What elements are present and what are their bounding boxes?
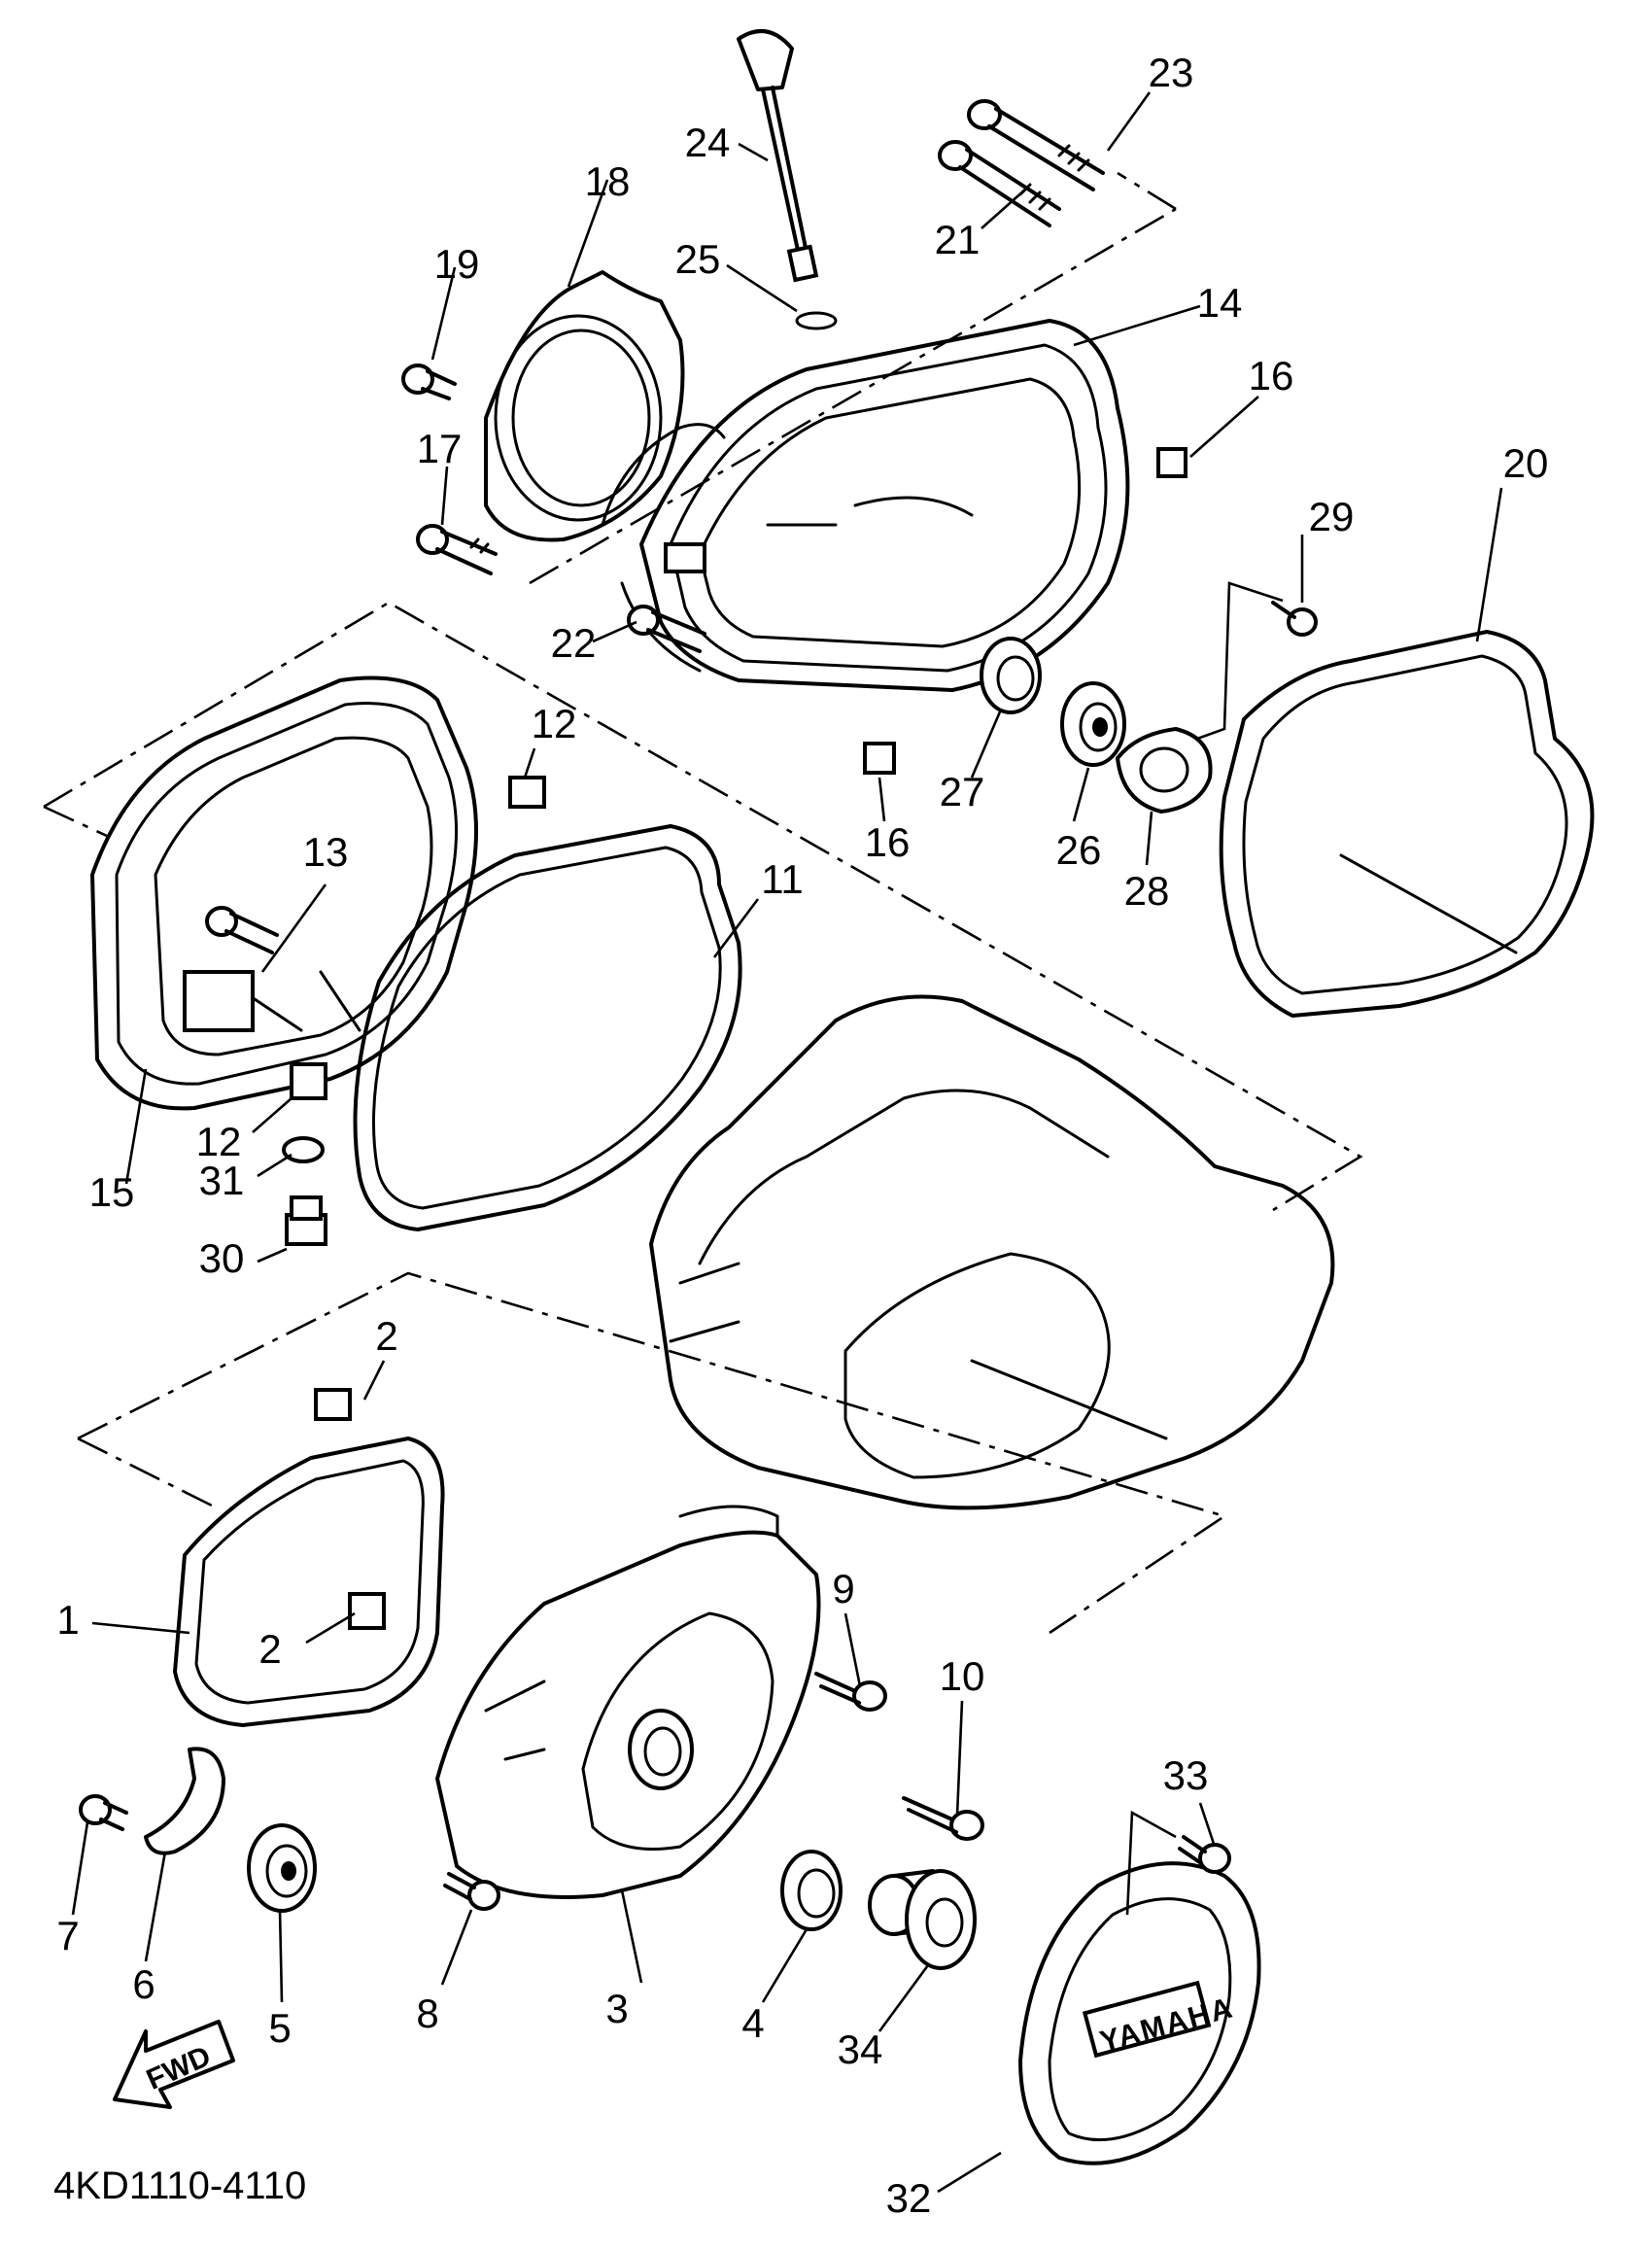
screw-part (1271, 601, 1318, 637)
callout-leaders (71, 91, 1503, 2194)
long-bolt-part (205, 906, 279, 954)
screw-part (443, 1872, 500, 1911)
diagram-code: 4KD1110-4110 (53, 2164, 306, 2207)
dowel-pin-part (348, 1592, 386, 1630)
dowel-pin-part (508, 776, 546, 809)
oil-seal-part (980, 637, 1042, 714)
cover-gasket-part (1219, 630, 1595, 1018)
cover-gasket-part (353, 824, 742, 1231)
callout-9: 9 (832, 1566, 854, 1611)
callout-6: 6 (132, 1961, 155, 2007)
callout-23: 23 (1149, 50, 1194, 95)
callout-28: 28 (1124, 868, 1170, 914)
callout-12b: 12 (196, 1119, 242, 1164)
callout-1: 1 (56, 1597, 79, 1643)
callout-8: 8 (416, 1991, 438, 2036)
dowel-pin-part (863, 742, 896, 775)
collar-part (868, 1869, 977, 1970)
callout-2b: 2 (258, 1626, 281, 1672)
callout-11: 11 (761, 856, 804, 902)
long-bolt-part (967, 99, 1105, 191)
callout-30: 30 (199, 1235, 245, 1281)
callout-15: 15 (89, 1169, 135, 1215)
callout-31: 31 (199, 1158, 245, 1203)
callout-27: 27 (940, 769, 985, 814)
bolt-part (814, 1672, 887, 1712)
callout-12a: 12 (532, 701, 577, 746)
crankcase-cover-upper-group (401, 29, 1595, 1018)
callout-labels: 23 24 21 18 19 25 14 16 17 20 29 22 12 2… (56, 50, 1548, 2221)
bracket-part (144, 1747, 225, 1855)
crankcase-cover-lower-group: YAMAHA (77, 1271, 1261, 2165)
dowel-pin-part (1156, 447, 1187, 478)
drain-plug-part (285, 1195, 327, 1246)
oil-seal-part (780, 1850, 843, 1931)
retainer-plate-part (1116, 727, 1213, 814)
callout-33: 33 (1163, 1752, 1209, 1798)
callout-32: 32 (886, 2175, 932, 2221)
callout-34: 34 (838, 2026, 883, 2072)
callout-7: 7 (56, 1913, 79, 1958)
callout-22: 22 (551, 620, 597, 666)
forward-direction-arrow: FWD (113, 2020, 235, 2109)
callout-5: 5 (268, 2005, 291, 2051)
callout-25: 25 (675, 236, 721, 282)
callout-29: 29 (1309, 494, 1355, 539)
generator-cover-part (90, 675, 478, 1111)
long-bolt-part (416, 524, 498, 575)
bearing-part (1060, 681, 1126, 767)
crankcase-cover-part (1018, 1861, 1261, 2165)
callout-16: 16 (1249, 353, 1294, 398)
dowel-pin-part (314, 1388, 352, 1421)
bolt-part (902, 1796, 984, 1841)
callout-24: 24 (685, 120, 731, 165)
cover-gasket-part (173, 1437, 445, 1727)
cover-plate-part (484, 270, 685, 542)
o-ring-part (795, 311, 838, 330)
callout-14: 14 (1197, 280, 1243, 326)
callout-10: 10 (940, 1653, 985, 1699)
callout-21: 21 (935, 217, 981, 262)
engine-crankcase-outline (649, 994, 1335, 1510)
short-bolt-part (401, 364, 457, 400)
callout-4: 4 (741, 2000, 764, 2046)
callout-26: 26 (1056, 827, 1102, 873)
callout-18: 18 (585, 158, 631, 204)
callout-13: 13 (303, 829, 349, 875)
long-bolt-part (627, 605, 706, 653)
gasket-washer-part (282, 1136, 325, 1163)
callout-3: 3 (605, 1986, 628, 2031)
crankcase-cover-left-group (43, 601, 1363, 1246)
callout-20: 20 (1503, 440, 1549, 486)
callout-19: 19 (434, 241, 480, 287)
screw-part (79, 1794, 128, 1831)
clutch-cover-part (435, 1530, 821, 1899)
screw-part (1178, 1835, 1231, 1874)
callout-17: 17 (417, 426, 463, 471)
dowel-pin-part (290, 1062, 327, 1100)
callout-16b: 16 (865, 819, 911, 865)
oil-dipstick-part (737, 29, 819, 283)
callout-2a: 2 (375, 1313, 397, 1359)
bearing-part (247, 1823, 317, 1913)
crankcase-cover-part (639, 319, 1130, 692)
